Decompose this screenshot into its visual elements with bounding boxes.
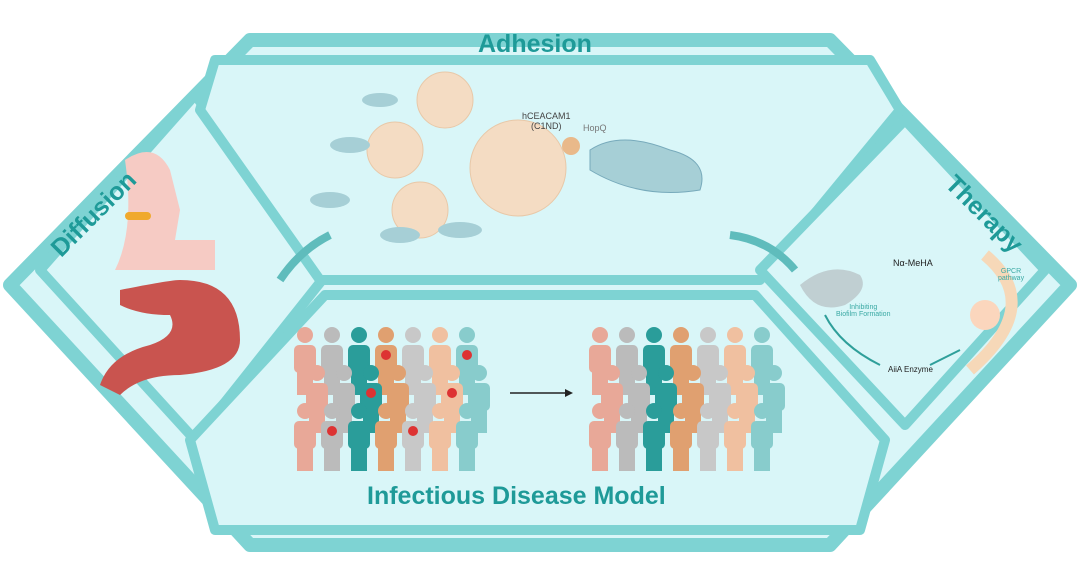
therapy-panel: [755, 115, 1050, 430]
molecule-label: Nα-MeHA: [893, 258, 933, 268]
person-icon: [429, 403, 451, 471]
adhesion-title: Adhesion: [478, 30, 592, 58]
person-icon: [456, 403, 478, 471]
digestive-tract-illustration: [100, 152, 240, 395]
enzyme-label: AiiA Enzyme: [888, 365, 933, 374]
therapy-bacterium: [800, 269, 863, 308]
arrow-diffusion-adhesion: [276, 231, 332, 283]
receptor: [562, 137, 580, 155]
arrow-adhesion-therapy: [729, 231, 799, 273]
person-icon: [375, 403, 397, 471]
person-icon: [387, 365, 409, 433]
person-icon: [643, 403, 665, 471]
people-groups: [294, 327, 785, 471]
person-icon: [724, 403, 746, 471]
person-icon: [333, 365, 355, 433]
receptor-label: hCEACAM1(C1ND): [522, 111, 571, 131]
host-cells: [366, 71, 567, 239]
adhesin-label: HopQ: [583, 123, 607, 133]
person-icon: [321, 403, 343, 471]
cell-membrane: [966, 250, 1018, 375]
person-icon: [697, 403, 719, 471]
person-icon: [751, 403, 773, 471]
person-icon: [589, 327, 611, 395]
person-icon: [589, 403, 611, 471]
person-icon: [616, 403, 638, 471]
bacteria-cluster: [310, 93, 482, 243]
person-icon: [643, 327, 665, 395]
bacterium: [589, 139, 703, 193]
infection-title: Infectious Disease Model: [367, 482, 666, 510]
person-icon: [670, 403, 692, 471]
person-icon: [402, 403, 424, 471]
nucleus: [970, 300, 1000, 330]
person-icon: [294, 403, 316, 471]
person-icon: [348, 403, 370, 471]
person-icon: [468, 365, 490, 433]
person-icon: [655, 365, 677, 433]
pathway-arrows: [824, 314, 961, 366]
